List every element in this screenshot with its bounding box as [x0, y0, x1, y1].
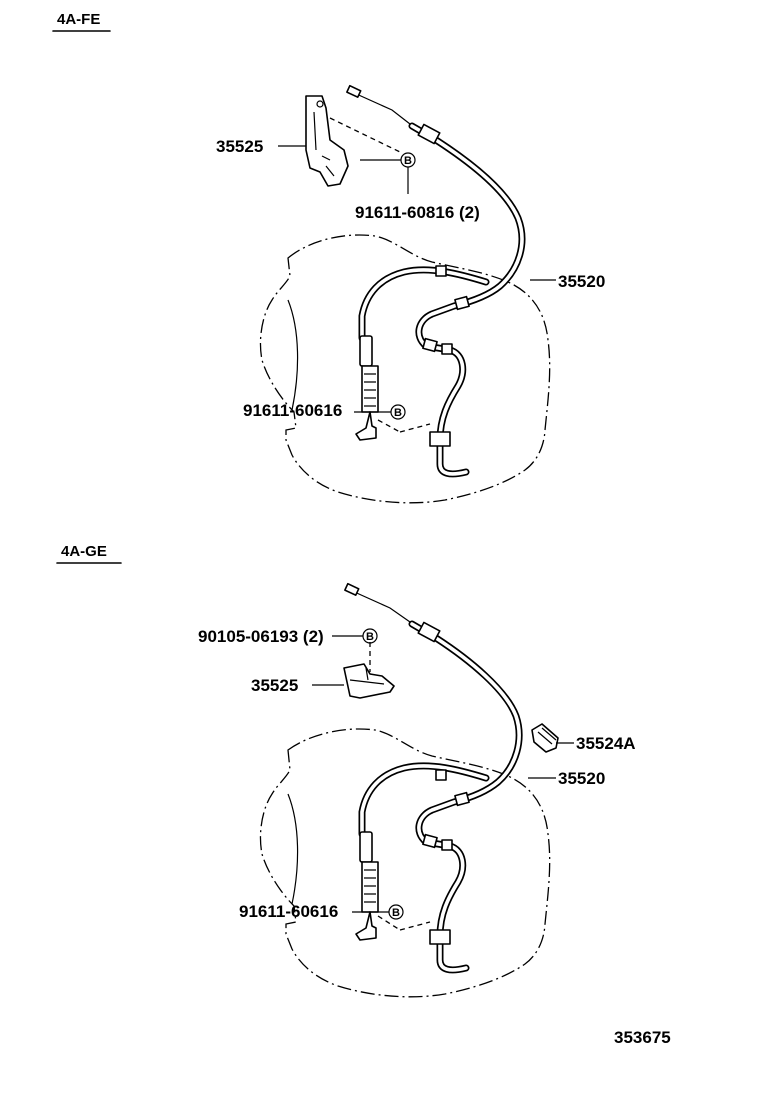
- label-bolt-upper: 91611-60816 (2): [355, 203, 480, 222]
- transmission-outline: [259, 234, 551, 504]
- bolt-lower-guide-2: [399, 423, 431, 433]
- section-heading: 4A-FE: [57, 11, 100, 28]
- transmission-inner-line: [287, 299, 299, 411]
- section-4a-ge: 4A-GE B: [56, 543, 636, 998]
- label-cable: 35520: [558, 769, 605, 788]
- section-heading: 4A-GE: [61, 543, 107, 560]
- bracket-hole: [316, 100, 324, 108]
- bracket-35525: [343, 663, 395, 699]
- bracket-guide-line: [329, 117, 401, 153]
- bolt-upper-mark: B: [404, 155, 412, 167]
- label-bolt-upper: 90105-06193 (2): [198, 627, 324, 646]
- bracket-detail: [313, 111, 335, 177]
- label-bolt-lower: 91611-60616: [239, 902, 338, 921]
- bolt-lower-mark: B: [394, 407, 402, 419]
- bolt-lower-guide-2: [399, 921, 431, 931]
- label-bolt-lower: 91611-60616: [243, 401, 342, 420]
- bracket-35525: [305, 95, 349, 187]
- label-bracket: 35525: [251, 676, 298, 695]
- section-4a-fe: 4A-FE B: [52, 11, 605, 504]
- label-bracket: 35525: [216, 137, 263, 156]
- label-cable: 35520: [558, 272, 605, 291]
- bolt-lower-mark: B: [392, 907, 400, 919]
- cable-35520: [344, 582, 523, 974]
- label-clip: 35524A: [576, 734, 636, 753]
- bracket-detail: [349, 667, 385, 685]
- bolt-upper-mark: B: [366, 631, 374, 643]
- bolt-lower-guide: [377, 419, 401, 433]
- transmission-outline: [259, 728, 551, 998]
- clip-detail: [537, 727, 557, 745]
- diagram-number: 353675: [614, 1028, 671, 1047]
- cable-35520: [346, 84, 526, 478]
- bolt-lower-guide: [377, 915, 401, 931]
- transmission-inner-line: [287, 793, 299, 905]
